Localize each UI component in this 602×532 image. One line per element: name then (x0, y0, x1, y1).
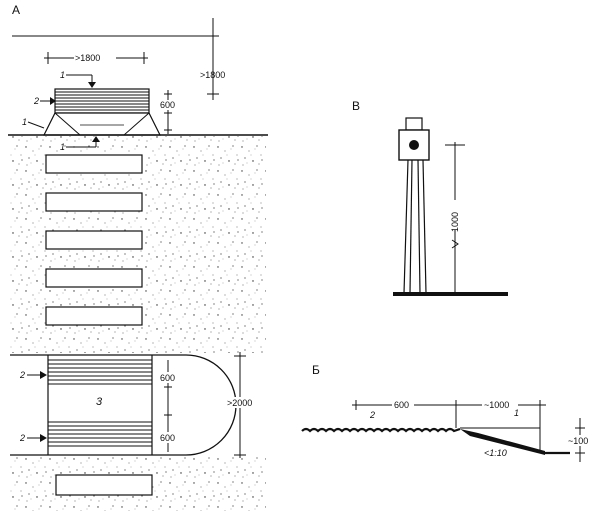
signal-hood (405, 117, 423, 131)
profile-ramp (460, 429, 545, 455)
dim-width-label: >1800 (75, 53, 100, 63)
bar-stand (43, 112, 161, 136)
callout-1-left: 1 (22, 117, 27, 127)
dim-bar-gap-label: 600 (160, 100, 175, 110)
island-stripes-lower (48, 421, 152, 447)
slab-3 (45, 230, 143, 250)
signal-lamp (409, 140, 419, 150)
signal-post-left (403, 159, 409, 294)
callout-2-lower: 2 (19, 433, 25, 443)
panel-v-label: В (352, 99, 360, 113)
island-label: 3 (96, 396, 103, 408)
dim-height-label: >1800 (200, 70, 225, 80)
callout-2-upper: 2 (19, 370, 25, 380)
callout-1-top: 1 (60, 70, 65, 80)
dim-island-lower: 600 (160, 433, 175, 443)
panel-v: В 1000 (352, 99, 508, 296)
dim-1000: ~1000 (484, 400, 509, 410)
dim-island-width: >2000 (227, 398, 252, 408)
signal-base (393, 292, 508, 296)
callout-1-profile: 1 (514, 408, 519, 418)
dim-600: 600 (394, 400, 409, 410)
island-stripes-upper (48, 359, 152, 385)
dim-island-upper: 600 (160, 373, 175, 383)
slab-6 (55, 474, 153, 496)
slab-2 (45, 192, 143, 212)
slab-1 (45, 154, 143, 174)
panel-b: Б 600 ~1000 2 1 <1:10 ~100 (301, 363, 596, 462)
bar-stripes (55, 91, 149, 111)
signal-height-label: 1000 (450, 212, 460, 232)
slab-5 (45, 306, 143, 326)
signal-post-right (417, 159, 421, 294)
callout-2-profile: 2 (369, 410, 375, 420)
panel-b-label: Б (312, 363, 320, 377)
slope-label: <1:10 (484, 448, 507, 458)
slab-4 (45, 268, 143, 288)
profile-bumps (301, 427, 461, 433)
callout-2-top: 2 (33, 96, 39, 106)
panel-a: А >1800 >1800 1 2 (8, 3, 268, 511)
panel-a-label: А (12, 3, 20, 17)
dim-100: ~100 (568, 436, 588, 446)
callout-1-ground: 1 (60, 142, 65, 152)
